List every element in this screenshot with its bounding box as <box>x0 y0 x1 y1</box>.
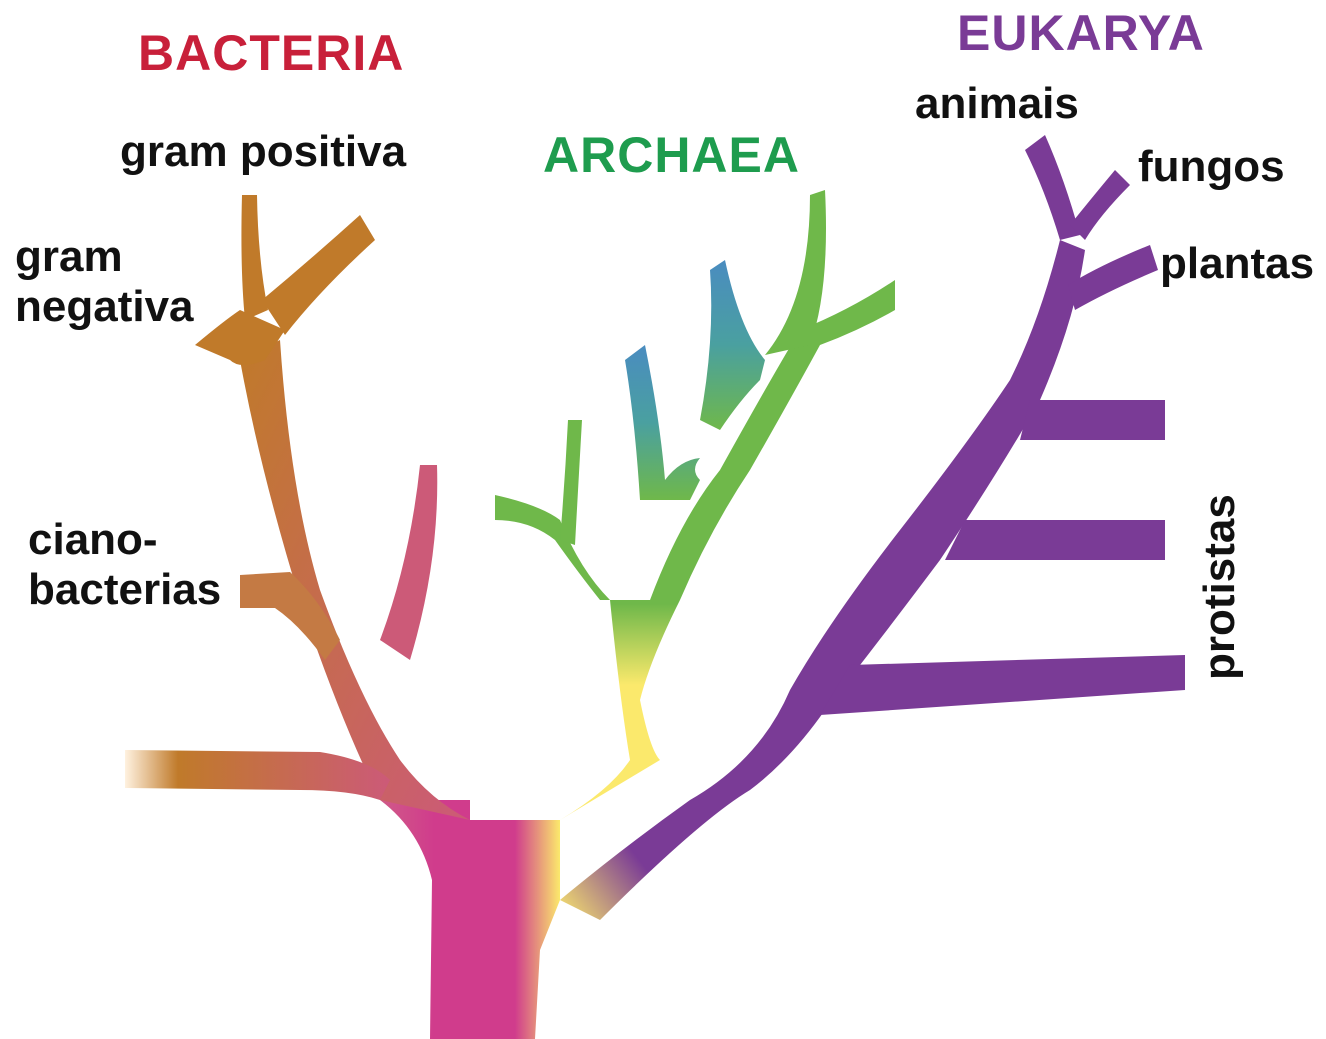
archaea-branch-2 <box>625 345 700 500</box>
label-protistas: protistas <box>1198 494 1242 680</box>
archaea-text: ARCHAEA <box>543 127 800 183</box>
bacteria-diagonal-branch <box>262 215 375 335</box>
eukarya-text: EUKARYA <box>957 5 1205 61</box>
bacteria-text: BACTERIA <box>138 25 404 81</box>
protist-branch-3 <box>820 655 1185 715</box>
label-gram-negativa-line2: negativa <box>15 282 194 332</box>
archaea-branch-3 <box>700 260 765 430</box>
label-ciano-line2: bacterias <box>28 565 221 615</box>
trunk <box>380 800 560 1039</box>
label-fungos: fungos <box>1138 145 1285 189</box>
bacteria-branch-bottom <box>125 750 390 800</box>
protist-branch-1 <box>1020 400 1165 440</box>
bacteria-branch-upper <box>380 465 437 660</box>
cyanobacteria-branch <box>240 572 340 660</box>
archaea-main-branch <box>495 280 895 820</box>
archaea-branch-1 <box>560 420 582 545</box>
protist-branch-2 <box>945 520 1165 560</box>
domain-label-archaea: ARCHAEA <box>543 130 800 180</box>
label-ciano-line1: ciano- <box>28 515 221 565</box>
domain-label-bacteria: BACTERIA <box>138 28 404 78</box>
domain-label-eukarya: EUKARYA <box>957 8 1205 58</box>
label-gram-negativa: gram negativa <box>15 232 194 332</box>
label-gram-positiva: gram positiva <box>120 130 406 174</box>
label-gram-negativa-line1: gram <box>15 232 194 282</box>
fungi-branch <box>1070 170 1130 240</box>
label-cianobacterias: ciano- bacterias <box>28 515 221 615</box>
label-animais: animais <box>915 82 1079 126</box>
label-plantas: plantas <box>1160 242 1314 286</box>
